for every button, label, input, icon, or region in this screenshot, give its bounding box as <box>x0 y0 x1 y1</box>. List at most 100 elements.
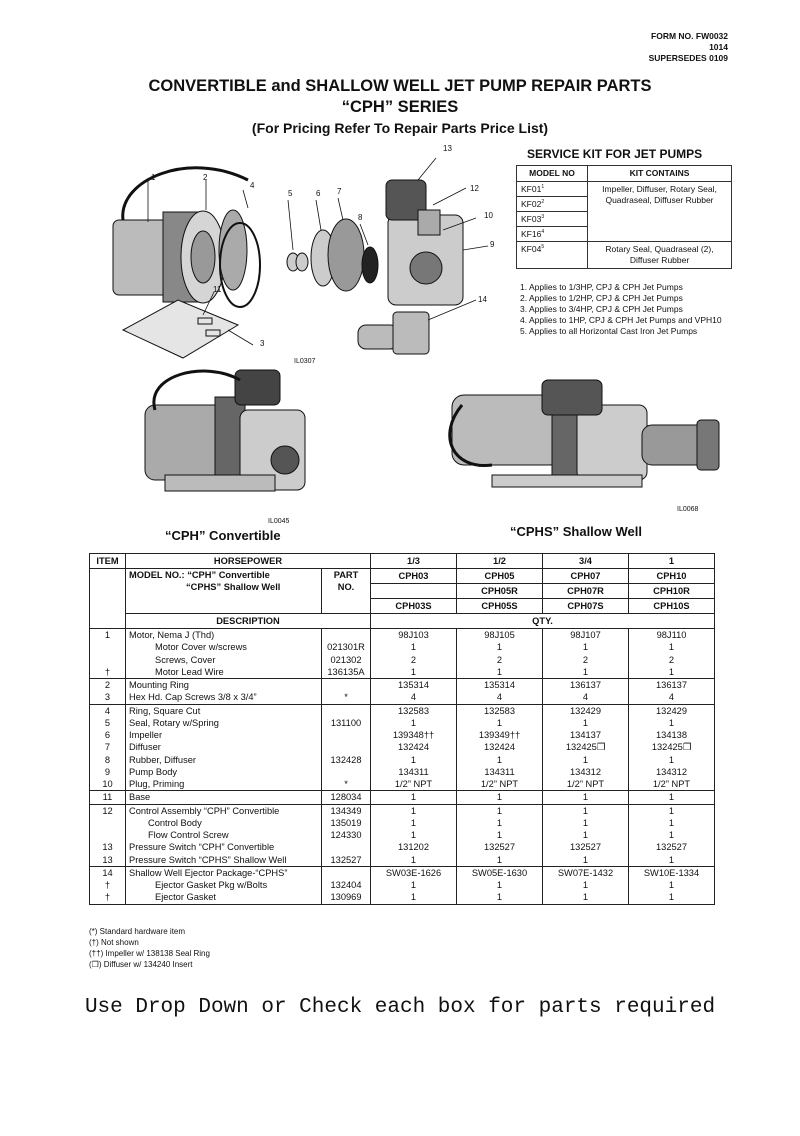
qty-value: 4 <box>542 691 629 705</box>
part-header: PART <box>333 570 359 580</box>
kit-contents-group-2: Rotary Seal, Quadraseal (2), Diffuser Ru… <box>587 241 732 269</box>
qty-value: 2 <box>370 653 457 666</box>
legend-item: (*) Standard hardware item <box>89 927 186 936</box>
part-number <box>321 729 371 742</box>
qty-value: 1 <box>370 829 457 842</box>
part-description: Diffuser <box>125 741 322 754</box>
part-number: 134349 <box>321 803 371 817</box>
qty-value: 1 <box>628 879 715 892</box>
kit-note: 1. Applies to 1/3HP, CPJ & CPH Jet Pumps <box>520 282 683 292</box>
part-number: 021301R <box>321 641 371 654</box>
part-description: Pump Body <box>125 765 322 778</box>
model-no: CPH05S <box>456 598 543 614</box>
callout-12: 12 <box>470 184 479 193</box>
supersedes: SUPERSEDES 0109 <box>648 53 728 63</box>
qty-value: 1 <box>370 891 457 905</box>
qty-value: 1 <box>542 803 629 817</box>
qty-value: 1 <box>542 816 629 829</box>
qty-value: 1 <box>456 753 543 766</box>
item-no: 14 <box>89 865 126 879</box>
item-no: 9 <box>89 765 126 778</box>
qty-value: 1 <box>370 879 457 892</box>
callout-14: 14 <box>478 295 487 304</box>
part-description: Seal, Rotary w/Spring <box>125 716 322 729</box>
form-code: 1014 <box>709 42 728 52</box>
model-no: CPH07S <box>542 598 629 614</box>
qty-value: 136137 <box>628 678 715 692</box>
service-kit-table: MODEL NO KIT CONTAINS KF011 Impeller, Di… <box>516 165 732 269</box>
instruction-text: Use Drop Down or Check each box for part… <box>84 996 716 1019</box>
qty-value: 1 <box>628 853 715 867</box>
qty-value: 132429 <box>628 703 715 717</box>
qty-value: 131202 <box>370 841 457 854</box>
service-kit-header-row: MODEL NO KIT CONTAINS <box>516 165 732 182</box>
kit-note: 3. Applies to 3/4HP, CPJ & CPH Jet Pumps <box>520 304 683 314</box>
part-number: * <box>321 691 371 705</box>
kit-model: KF045 <box>516 241 588 269</box>
callout-13: 13 <box>443 144 452 153</box>
part-description: Flow Control Screw <box>125 829 322 842</box>
part-description: Pressure Switch “CPHS” Shallow Well <box>125 853 322 867</box>
qty-value: 1 <box>542 753 629 766</box>
item-no: 13 <box>89 841 126 854</box>
part-number: 130969 <box>321 891 371 905</box>
part-number: 132428 <box>321 753 371 766</box>
qty-value: 98J107 <box>542 628 629 642</box>
kit-model: KF022 <box>516 196 588 212</box>
callout-10: 10 <box>484 211 493 220</box>
qty-value: 1/2” NPT <box>370 778 457 792</box>
callout-8: 8 <box>358 213 363 222</box>
part-number: * <box>321 778 371 792</box>
no-header: NO. <box>337 582 355 592</box>
qty-value: 132583 <box>456 703 543 717</box>
legend: (*) Standard hardware item (†) Not shown… <box>89 926 210 970</box>
qty-value: 139348†† <box>370 729 457 742</box>
kit-col-contents: KIT CONTAINS <box>587 165 732 182</box>
diagram-code-cphs: IL0068 <box>677 506 699 513</box>
item-no <box>89 829 126 842</box>
part-number <box>321 703 371 717</box>
part-number: 132527 <box>321 853 371 867</box>
kit-model: KF164 <box>516 226 588 242</box>
model-no: CPH10S <box>628 598 715 614</box>
item-no: † <box>89 891 126 905</box>
item-no <box>89 653 126 666</box>
item-no <box>89 816 126 829</box>
part-number: 136135A <box>321 665 371 679</box>
form-number-block: FORM NO. FW0032 1014 SUPERSEDES 0109 <box>649 31 728 64</box>
qty-value: 134311 <box>370 765 457 778</box>
item-no: 5 <box>89 716 126 729</box>
part-description: Ring, Square Cut <box>125 703 322 717</box>
qty-value: 1 <box>542 641 629 654</box>
qty-value: 1 <box>628 665 715 679</box>
qty-value: 1 <box>628 816 715 829</box>
item-no: 6 <box>89 729 126 742</box>
part-description: Pressure Switch “CPH” Convertible <box>125 841 322 854</box>
motor-drawing <box>112 166 249 304</box>
item-no: 2 <box>89 678 126 692</box>
qty-value: SW03E-1626 <box>370 865 457 879</box>
part-number <box>321 628 371 642</box>
part-description: Ejector Gasket Pkg w/Bolts <box>125 879 322 892</box>
hp-value: 1 <box>628 553 715 569</box>
callout-1: 1 <box>151 173 156 182</box>
item-no: 10 <box>89 778 126 792</box>
part-number <box>321 865 371 879</box>
qty-value: 1 <box>628 829 715 842</box>
qty-value: 1 <box>456 829 543 842</box>
item-no: 7 <box>89 741 126 754</box>
part-description: Motor, Nema J (Thd) <box>125 628 322 642</box>
qty-value: 132527 <box>542 841 629 854</box>
qty-value: 1 <box>542 853 629 867</box>
model-row-cph-r: CPH05R CPH07R CPH10R <box>90 583 715 599</box>
